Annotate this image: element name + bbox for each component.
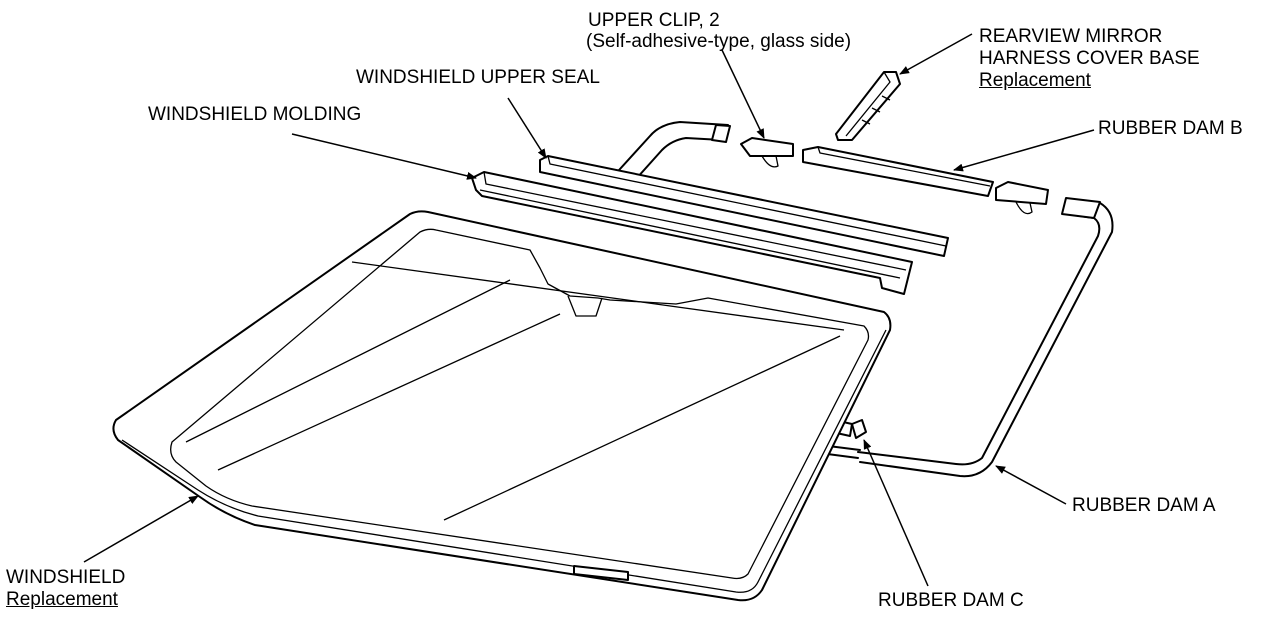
rubber-dam-a-label: RUBBER DAM A [1072,495,1216,516]
rubber-dam-a-shape [609,121,1114,478]
rubber-dam-b-label: RUBBER DAM B [1098,118,1243,139]
mirror-cover-label-line2: HARNESS COVER BASE [979,48,1200,69]
mirror-cover-base-shape [835,71,901,141]
mirror-cover-label-line1: REARVIEW MIRROR [979,26,1163,47]
windshield-label: WINDSHIELD [6,567,126,588]
upper-seal-label: WINDSHIELD UPPER SEAL [356,67,600,88]
molding-label: WINDSHIELD MOLDING [148,104,362,125]
upper-clip-shapes [740,137,1049,215]
upper-clip-label: UPPER CLIP, 2 [588,10,720,31]
windshield-note: Replacement [6,589,118,610]
mirror-cover-note: Replacement [979,70,1091,91]
rubber-dam-c-label: RUBBER DAM C [878,590,1024,611]
upper-clip-note: (Self-adhesive-type, glass side) [586,31,852,52]
molding-shape [471,171,913,295]
rubber-dam-b-shape [802,146,994,197]
windshield-shape [112,210,892,602]
leader-lines [83,33,1095,587]
upper-seal-shape [539,155,949,257]
